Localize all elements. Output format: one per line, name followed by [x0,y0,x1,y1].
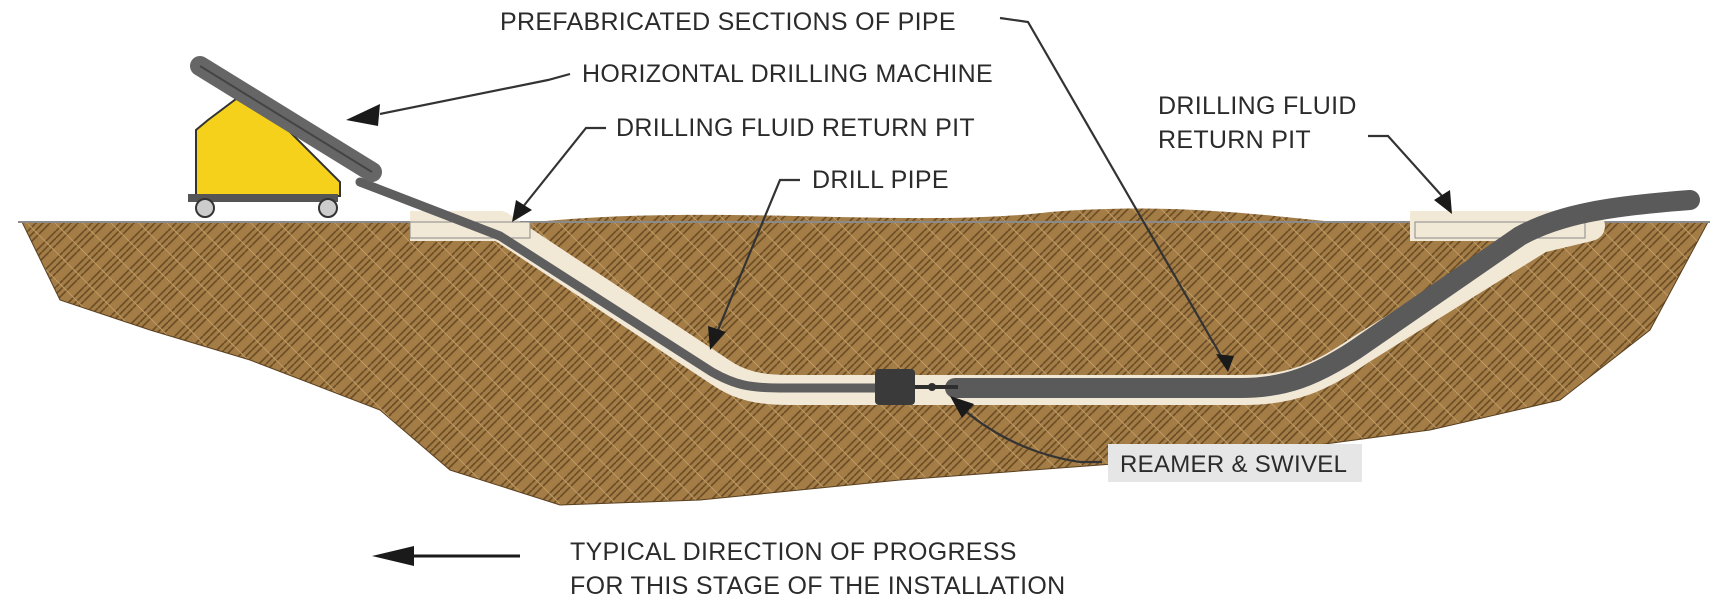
soil-mound [500,208,1410,232]
machine-wheel-left [195,198,215,218]
leader-prefab [999,16,1229,369]
leader-return-pit-left-arrowhead [512,200,532,222]
swivel-joint [928,383,936,391]
label-horizontal-drilling-machine: HORIZONTAL DRILLING MACHINE [582,60,993,88]
soil-ground [21,221,1709,506]
label-reamer-swivel: REAMER & SWIVEL [1120,451,1347,478]
label-return-pit-right-line2: RETURN PIT [1158,126,1311,154]
label-prefabricated-sections: PREFABRICATED SECTIONS OF PIPE [500,8,956,36]
machine-wheel-right [318,198,338,218]
reamer [875,369,915,405]
reamer-label-box [1108,444,1362,482]
leader-drill-pipe [716,178,800,331]
leader-return-pit-right [1368,134,1443,197]
label-drill-pipe: DRILL PIPE [812,166,949,194]
horizontal-drilling-machine [188,56,382,218]
leader-reamer-arrowhead [950,396,974,418]
machine-boom-edge [199,65,373,173]
label-return-pit-right-line1: DRILLING FLUID [1158,92,1357,120]
prefabricated-pipe [945,190,1700,398]
label-direction-line2: FOR THIS STAGE OF THE INSTALLATION [570,572,1065,600]
leader-reamer [963,409,1102,464]
leader-machine-arrowhead [346,104,380,126]
label-direction-line1: TYPICAL DIRECTION OF PROGRESS [570,538,1017,566]
machine-chassis [188,194,338,202]
leader-machine [379,72,571,116]
leader-return-pit-right-arrowhead [1434,190,1452,214]
leader-return-pit-left [521,126,606,209]
leader-prefab-arrowhead [1216,354,1234,372]
direction-arrow-head [372,546,414,566]
leader-drill-pipe-arrowhead [708,326,726,350]
label-return-pit-left: DRILLING FLUID RETURN PIT [616,114,975,142]
drill-pipe [355,177,880,393]
